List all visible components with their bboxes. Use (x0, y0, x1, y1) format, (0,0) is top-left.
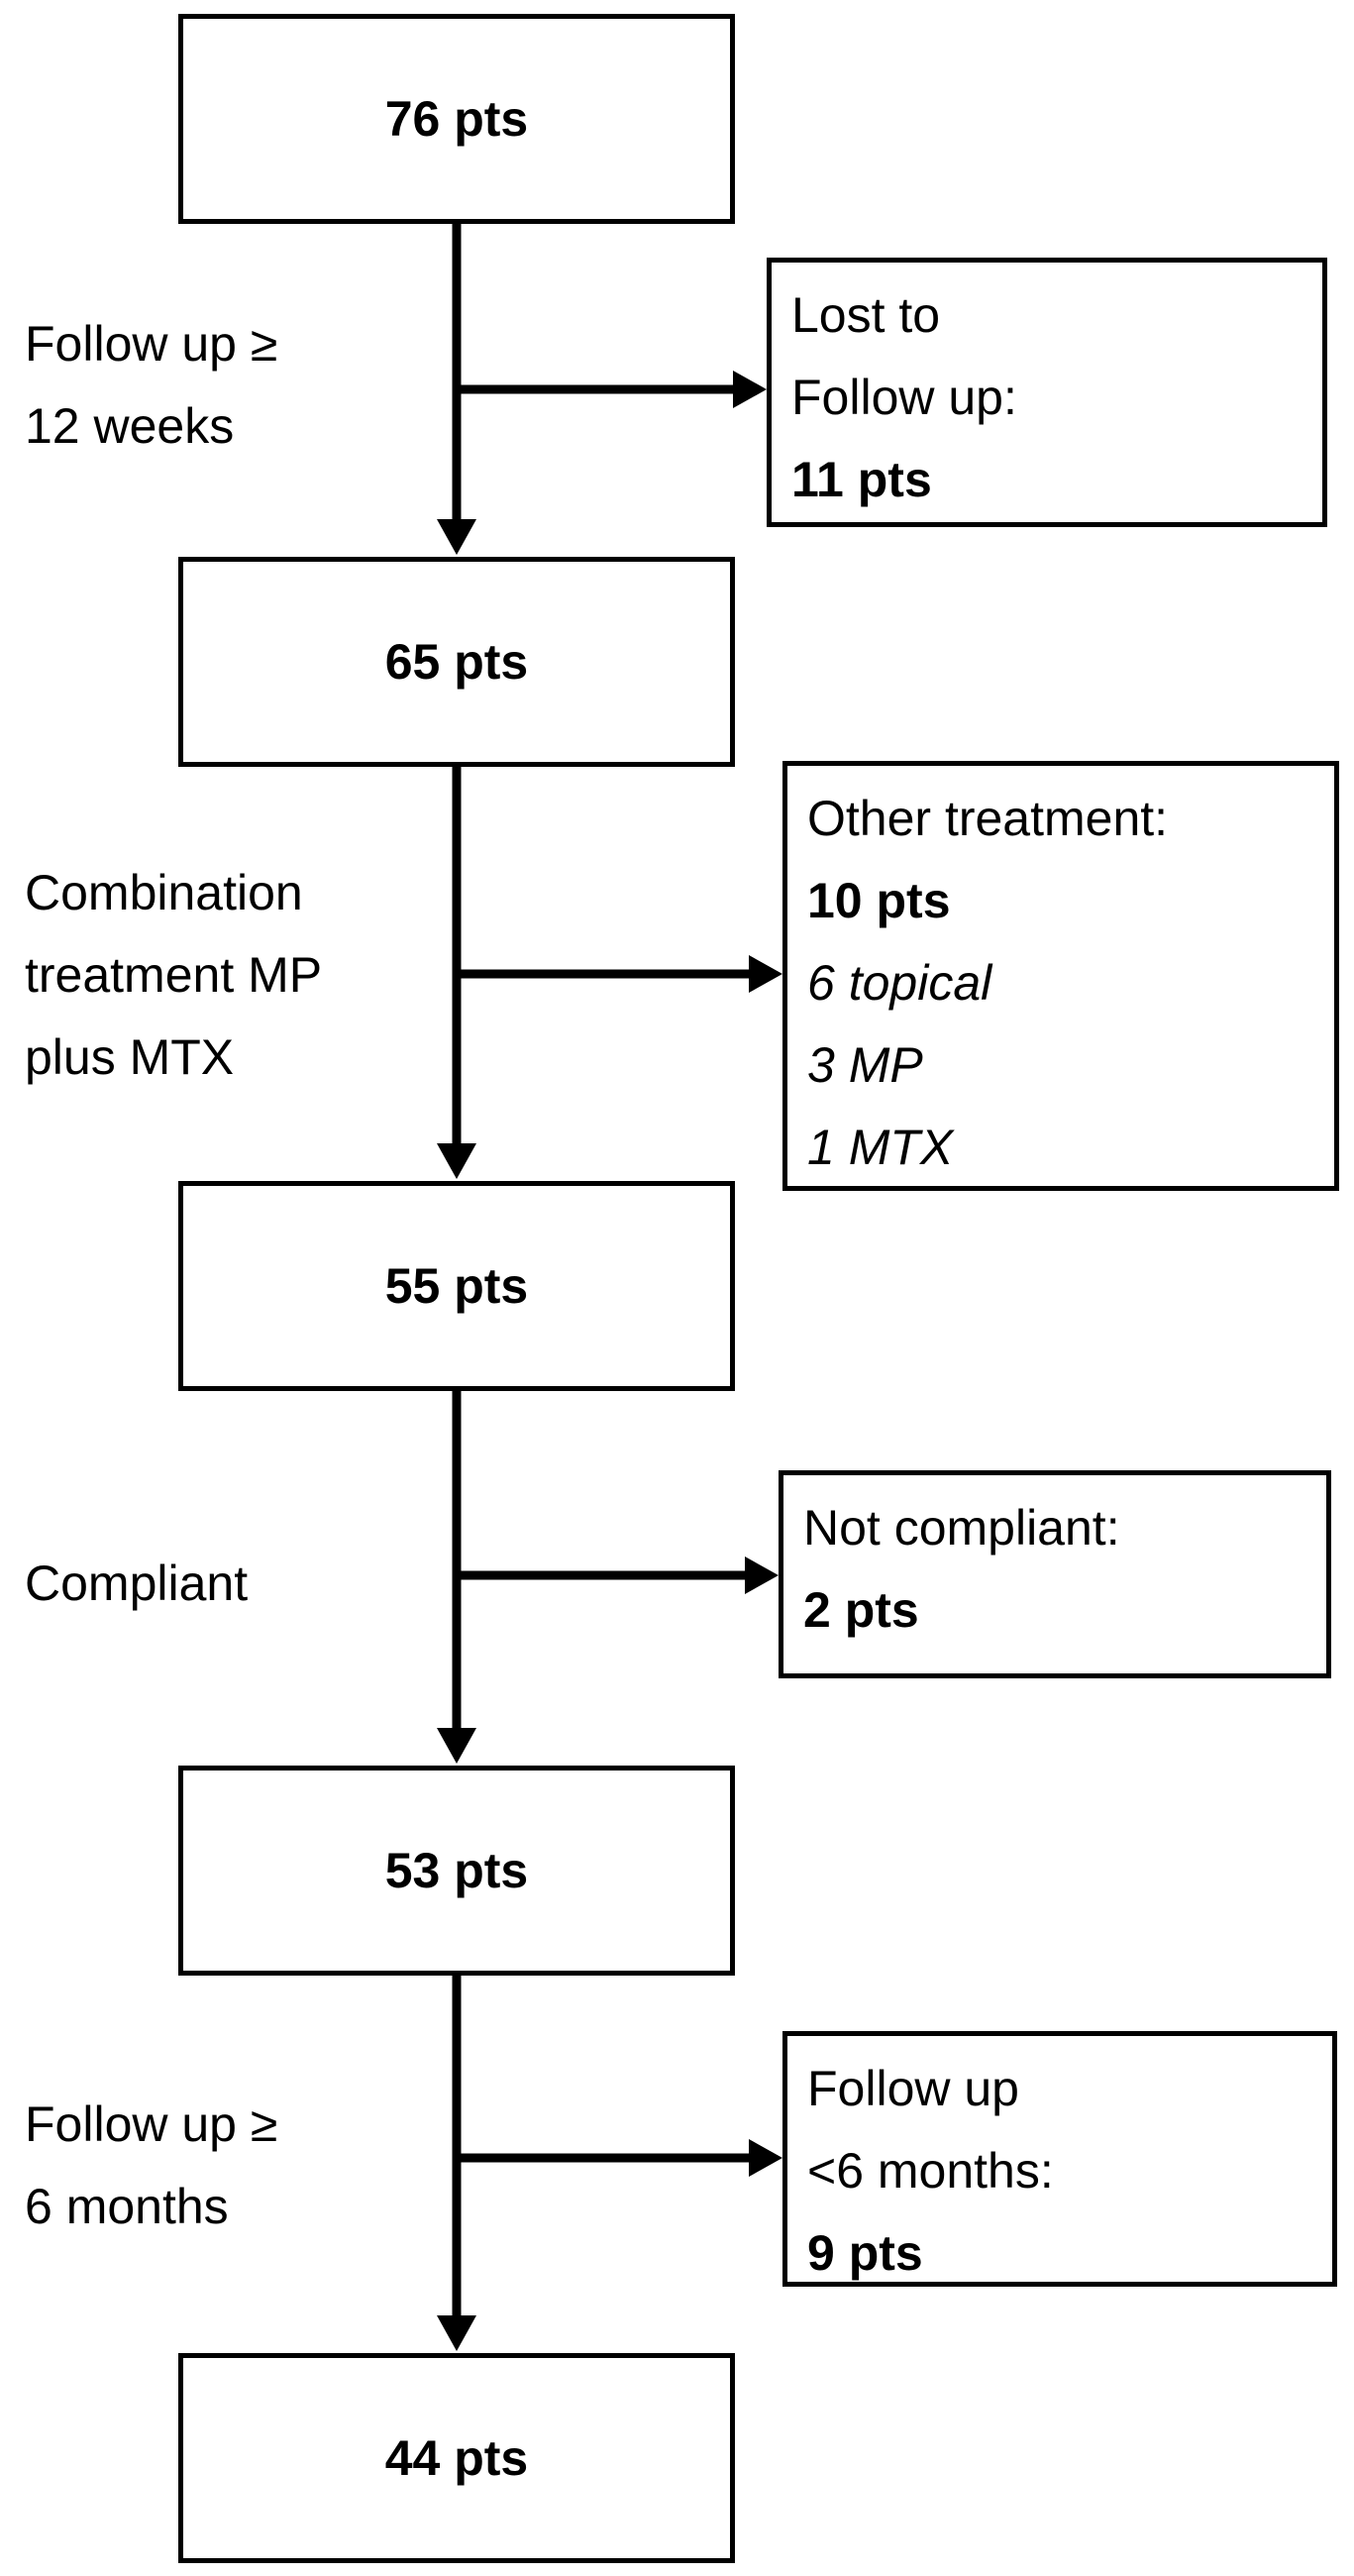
step-3-down-arrowhead (437, 1728, 476, 1764)
step-4-down-arrowhead (437, 2315, 476, 2351)
exclusion-2-count: 10 pts (807, 873, 951, 928)
stage-box-5: 44 pts (178, 2353, 735, 2563)
stage-box-1: 76 pts (178, 14, 735, 224)
stage-box-3: 55 pts (178, 1181, 735, 1391)
stage-box-3-label: 55 pts (384, 1258, 529, 1314)
exclusion-1-line-1: Lost to (791, 287, 941, 343)
step-1-criterion-line-2: 12 weeks (25, 398, 235, 454)
exclusion-3-line-1: Not compliant: (803, 1500, 1120, 1556)
exclusion-2-detail-2: 3 MP (807, 1037, 923, 1093)
step-1-right-arrowhead (733, 371, 767, 408)
step-4-criterion-line-2: 6 months (25, 2179, 229, 2234)
step-2-right-arrowhead (749, 955, 782, 993)
stage-box-4: 53 pts (178, 1766, 735, 1976)
exclusion-box-follow-up-under-6-months: Follow up <6 months: 9 pts (782, 2031, 1337, 2287)
step-2-criterion-line-1: Combination (25, 865, 303, 920)
step-2-criterion: Combination treatment MP plus MTX (25, 852, 322, 1099)
exclusion-box-other-treatment: Other treatment: 10 pts 6 topical 3 MP 1… (782, 761, 1339, 1191)
exclusion-2-line-1: Other treatment: (807, 791, 1169, 846)
step-3-criterion-line-1: Compliant (25, 1556, 249, 1611)
step-4-criterion: Follow up ≥ 6 months (25, 2084, 277, 2248)
exclusion-1-line-2: Follow up: (791, 370, 1017, 425)
step-2-down-arrowhead (437, 1143, 476, 1179)
exclusion-4-count: 9 pts (807, 2225, 923, 2281)
step-4-criterion-line-1: Follow up ≥ (25, 2096, 278, 2152)
stage-box-2: 65 pts (178, 557, 735, 767)
stage-box-4-label: 53 pts (384, 1843, 529, 1898)
step-2-criterion-line-2: treatment MP (25, 947, 323, 1003)
exclusion-4-line-1: Follow up (807, 2061, 1019, 2116)
step-1-down-arrowhead (437, 519, 476, 555)
step-1-criterion-line-1: Follow up ≥ (25, 316, 278, 372)
step-2-criterion-line-3: plus MTX (25, 1029, 235, 1085)
step-4-right-arrowhead (749, 2139, 782, 2177)
stage-box-5-label: 44 pts (384, 2430, 529, 2486)
exclusion-3-count: 2 pts (803, 1582, 919, 1638)
step-3-criterion: Compliant (25, 1543, 248, 1625)
step-1-criterion: Follow up ≥ 12 weeks (25, 303, 277, 468)
exclusion-4-line-2: <6 months: (807, 2143, 1054, 2199)
stage-box-2-label: 65 pts (384, 634, 529, 690)
exclusion-box-lost-to-follow-up: Lost to Follow up: 11 pts (767, 258, 1327, 527)
exclusion-box-not-compliant: Not compliant: 2 pts (779, 1470, 1331, 1678)
step-3-right-arrowhead (745, 1556, 779, 1594)
stage-box-1-label: 76 pts (384, 91, 529, 147)
exclusion-1-count: 11 pts (791, 452, 932, 507)
exclusion-2-detail-3: 1 MTX (807, 1120, 954, 1175)
exclusion-2-detail-1: 6 topical (807, 955, 992, 1011)
